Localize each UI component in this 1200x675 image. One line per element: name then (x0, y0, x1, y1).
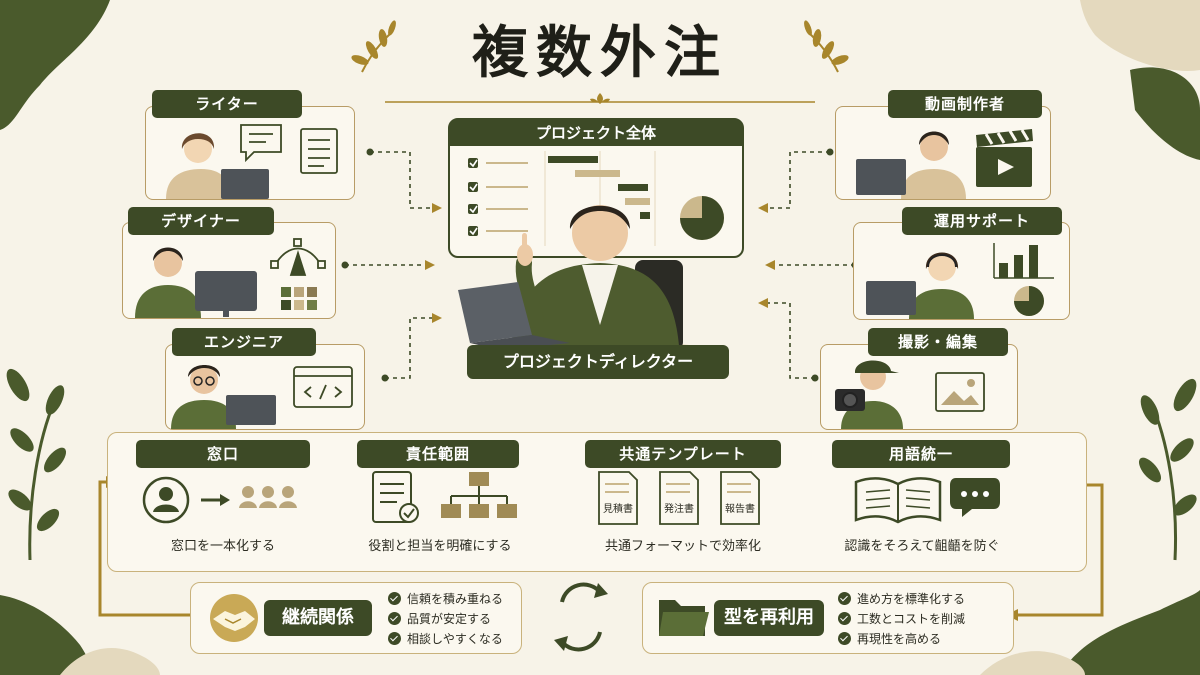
check-icon (838, 592, 851, 605)
reuse-point: 工数とコストを削減 (838, 610, 965, 627)
role-tag-engineer: エンジニア (172, 328, 316, 356)
check-icon (838, 612, 851, 625)
template-documents-icon: 見積書 発注書 報告書 (598, 471, 760, 525)
template-order-label: 発注書 (664, 502, 694, 515)
step-caption-contact: 窓口を一本化する (170, 539, 275, 554)
role-tag-support: 運用サポート (902, 207, 1062, 235)
laurel-right-icon (804, 20, 849, 73)
role-tag-writer: ライター (152, 90, 302, 118)
project-board-title: プロジェクト全体 (450, 120, 742, 146)
role-card-designer (122, 222, 336, 319)
chat-bubble-icon (240, 124, 282, 163)
relationship-point: 信頼を積み重ねる (388, 590, 503, 607)
support-illustration (866, 243, 1054, 319)
org-chart-icon (372, 471, 517, 523)
role-card-engineer (165, 344, 365, 430)
reuse-point: 再現性を高める (838, 630, 941, 647)
designer-illustration (135, 238, 326, 318)
step-tag-terminology: 用語統一 (832, 440, 1010, 468)
writer-illustration (166, 124, 338, 199)
document-icon (300, 128, 338, 174)
role-card-photo (820, 344, 1018, 430)
check-icon (388, 612, 401, 625)
refresh-cycle-icon (560, 582, 602, 652)
vector-pen-icon (270, 238, 326, 276)
photographer-illustration (835, 360, 985, 429)
reuse-point: 進め方を標準化する (838, 590, 965, 607)
role-card-video (835, 106, 1051, 200)
clapperboard-icon (976, 129, 1033, 187)
folder-icon (659, 600, 709, 636)
gantt-chart-icon (468, 151, 724, 246)
engineer-illustration (171, 365, 353, 429)
single-contact-icon (142, 476, 297, 524)
director-illustration (458, 205, 720, 370)
left-plant-decoration (6, 368, 67, 561)
check-icon (388, 592, 401, 605)
color-palette-icon (281, 287, 317, 310)
step-caption-template: 共通フォーマットで効率化 (604, 539, 761, 554)
step-tag-responsibility: 責任範囲 (357, 440, 519, 468)
relationship-point: 品質が安定する (388, 610, 491, 627)
bar-chart-icon (993, 243, 1054, 279)
pie-chart-icon (1014, 286, 1044, 316)
role-tag-photo: 撮影・編集 (868, 328, 1008, 356)
relationship-point: 相談しやすくなる (388, 630, 503, 647)
role-card-support (853, 222, 1070, 320)
reuse-title: 型を再利用 (714, 600, 824, 636)
code-window-icon (293, 366, 353, 408)
step-caption-terminology: 認識をそろえて齟齬を防ぐ (844, 539, 1000, 554)
step-tag-template: 共通テンプレート (585, 440, 781, 468)
check-icon (388, 632, 401, 645)
role-tag-designer: デザイナー (128, 207, 274, 235)
handshake-icon (210, 594, 258, 642)
right-plant-decoration (1138, 378, 1197, 561)
page-title: 複数外注 (472, 20, 728, 86)
template-report-label: 報告書 (725, 502, 755, 515)
template-estimate-label: 見積書 (603, 502, 633, 515)
video-creator-illustration (856, 129, 1033, 199)
book-and-speech-icon (854, 477, 1000, 524)
step-tag-contact: 窓口 (136, 440, 310, 468)
image-icon (935, 372, 985, 412)
laurel-left-icon (351, 20, 396, 73)
director-label: プロジェクトディレクター (467, 345, 729, 379)
check-icon (838, 632, 851, 645)
role-tag-video: 動画制作者 (888, 90, 1042, 118)
step-caption-responsibility: 役割と担当を明確にする (368, 539, 512, 554)
relationship-title: 継続関係 (264, 600, 372, 636)
role-card-writer (145, 106, 355, 200)
